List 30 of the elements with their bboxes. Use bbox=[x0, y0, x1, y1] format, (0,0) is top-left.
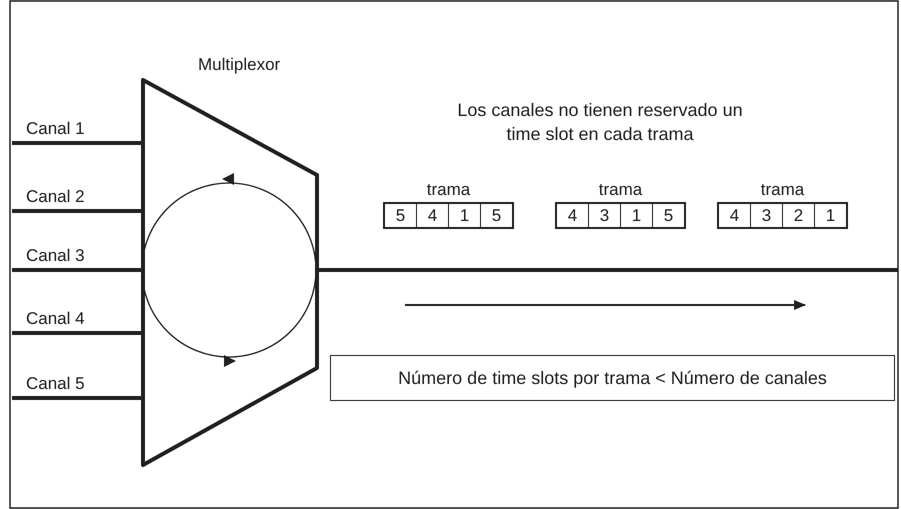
slot-number: 5 bbox=[385, 204, 416, 227]
channel-label: Canal 3 bbox=[26, 246, 85, 266]
note-box: Número de time slots por trama < Número de canales bbox=[330, 355, 895, 401]
slot-number: 3 bbox=[750, 204, 782, 227]
slot-number: 1 bbox=[620, 204, 652, 227]
channel-label: Canal 2 bbox=[26, 187, 85, 207]
slot-number: 1 bbox=[448, 204, 480, 227]
frame-heading: trama bbox=[598, 179, 644, 201]
channel-label: Canal 5 bbox=[26, 374, 85, 394]
signal-line bbox=[12, 209, 143, 213]
note-text: Los canales no tienen reservado un time slot en cada trama bbox=[456, 99, 744, 146]
signal-line bbox=[12, 141, 143, 145]
frame-heading: trama bbox=[760, 179, 806, 201]
slot-number: 4 bbox=[557, 204, 588, 227]
signal-line bbox=[12, 396, 143, 400]
signal-line bbox=[12, 331, 143, 335]
signal-line bbox=[317, 268, 898, 272]
slot-number: 4 bbox=[719, 204, 750, 227]
channel-label: Canal 1 bbox=[26, 119, 85, 139]
frame-heading: trama bbox=[426, 179, 472, 201]
channel-label: Canal 4 bbox=[26, 309, 85, 329]
multiplexor-title: Multiplexor bbox=[198, 55, 280, 75]
slot-number: 3 bbox=[588, 204, 620, 227]
slot-number: 5 bbox=[480, 204, 512, 227]
slot-number: 5 bbox=[652, 204, 684, 227]
signal-line bbox=[12, 268, 143, 272]
slot-number: 1 bbox=[814, 204, 846, 227]
slot-number: 4 bbox=[416, 204, 448, 227]
slot-number: 2 bbox=[782, 204, 814, 227]
multiplexor-trapezoid bbox=[140, 55, 320, 467]
